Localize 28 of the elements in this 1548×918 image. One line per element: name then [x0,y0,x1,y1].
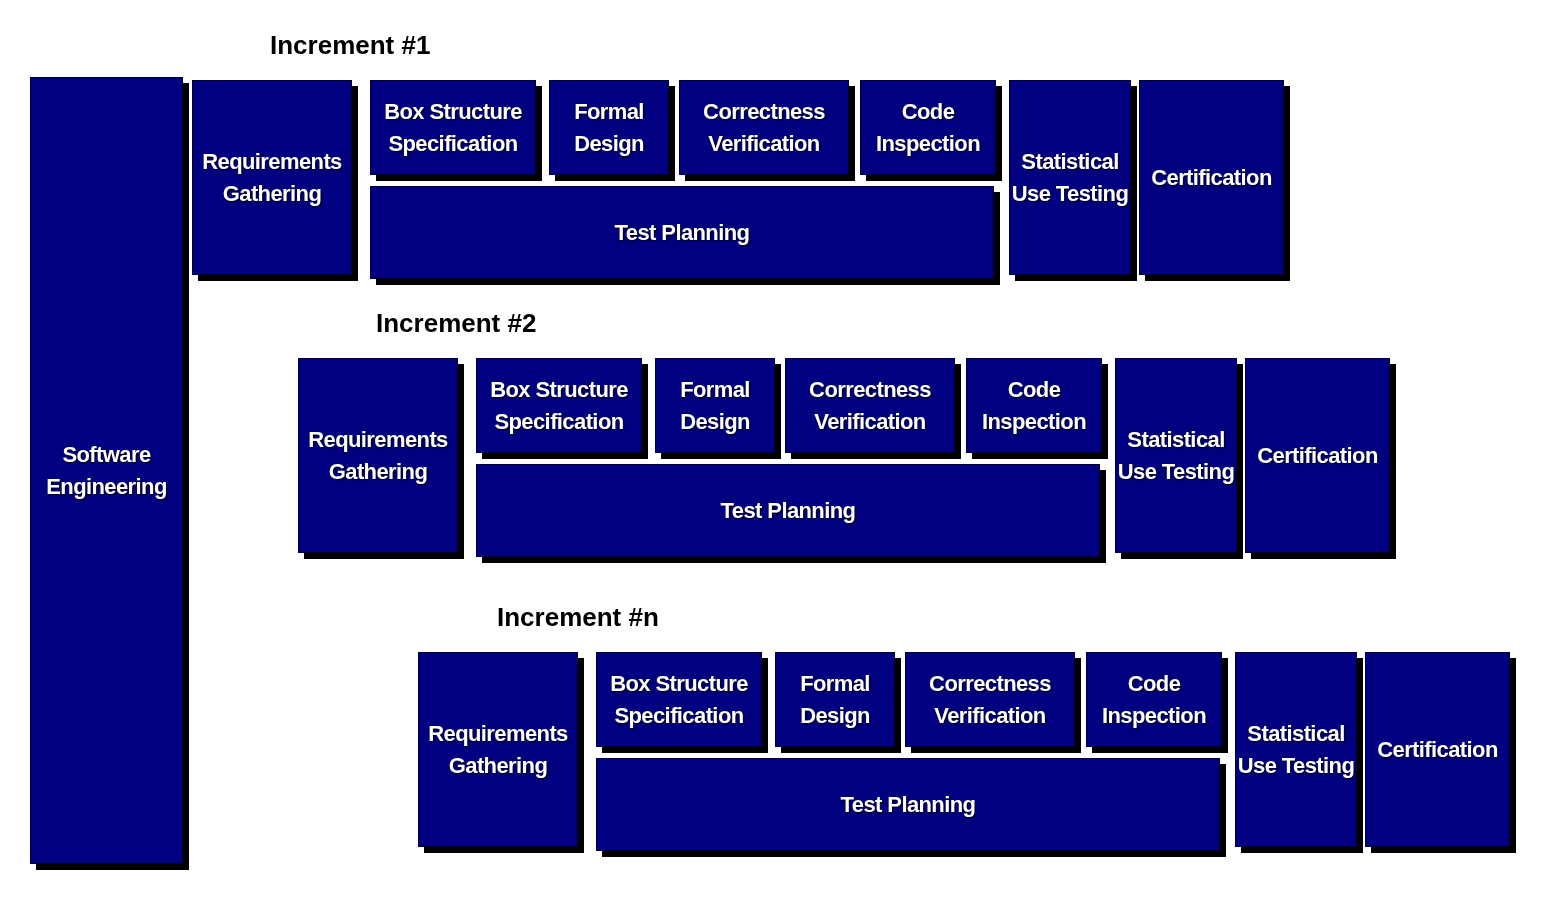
process-label: Correctness Verification [928,669,1052,730]
process-label: Correctness Verification [808,375,932,436]
process-label: Box Structure Specification [489,375,629,436]
process-label: Correctness Verification [702,97,826,158]
process-label: Requirements Gathering [201,147,343,208]
process-label: Certification [1257,441,1378,470]
process-label: Certification [1151,163,1272,192]
process-label: Statistical Use Testing [1010,147,1130,208]
increment-heading: Increment #1 [270,30,431,61]
process-label: Requirements Gathering [427,719,569,780]
process-label: Requirements Gathering [307,425,449,486]
process-label: Certification [1377,735,1498,764]
process-label: Software Engineering [45,440,168,501]
process-label: Test Planning [614,218,750,247]
process-label: Formal Design [573,97,645,158]
process-label: Code Inspection [1101,669,1207,730]
process-label: Code Inspection [875,97,981,158]
process-label: Test Planning [720,496,856,525]
process-label: Statistical Use Testing [1236,719,1356,780]
increment-heading: Increment #2 [376,308,537,339]
process-label: Code Inspection [981,375,1087,436]
process-label: Box Structure Specification [609,669,749,730]
process-label: Formal Design [679,375,751,436]
process-label: Test Planning [840,790,976,819]
process-label: Statistical Use Testing [1116,425,1236,486]
increment-heading: Increment #n [497,602,659,633]
process-label: Box Structure Specification [383,97,523,158]
process-label: Formal Design [799,669,871,730]
